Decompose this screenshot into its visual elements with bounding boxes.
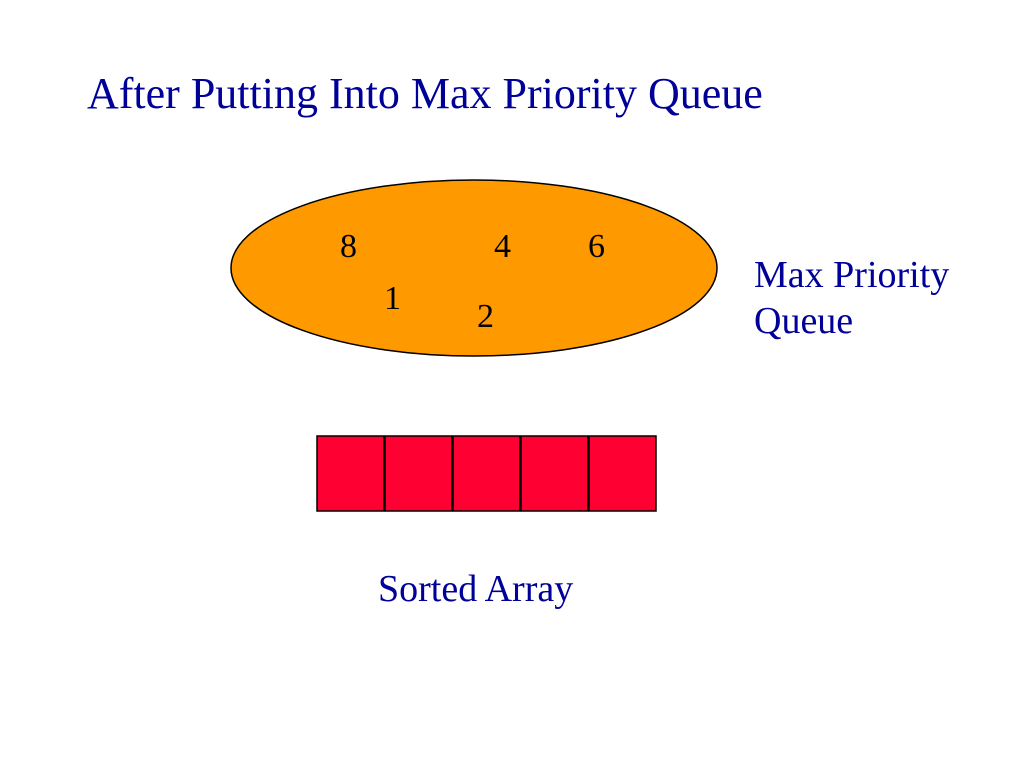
pq-element-1: 1 (384, 280, 401, 317)
pq-element-6: 6 (588, 228, 605, 265)
array-cell-4 (588, 435, 657, 512)
priority-queue-shape: 8 4 6 1 2 (230, 179, 718, 357)
pq-element-2: 2 (477, 298, 494, 335)
pq-element-4: 4 (494, 228, 511, 265)
priority-queue-label: Max Priority Queue (754, 252, 949, 344)
pq-element-8: 8 (340, 228, 357, 265)
priority-queue-label-line2: Queue (754, 300, 854, 342)
array-cell-3 (520, 435, 589, 512)
priority-queue-label-line1: Max Priority (754, 254, 950, 296)
sorted-array (316, 435, 657, 512)
sorted-array-label: Sorted Array (378, 568, 574, 610)
priority-queue-ellipse (230, 179, 718, 357)
array-cell-1 (384, 435, 453, 512)
slide-title: After Putting Into Max Priority Queue (87, 69, 763, 118)
array-cell-0 (316, 435, 385, 512)
array-cell-2 (452, 435, 521, 512)
